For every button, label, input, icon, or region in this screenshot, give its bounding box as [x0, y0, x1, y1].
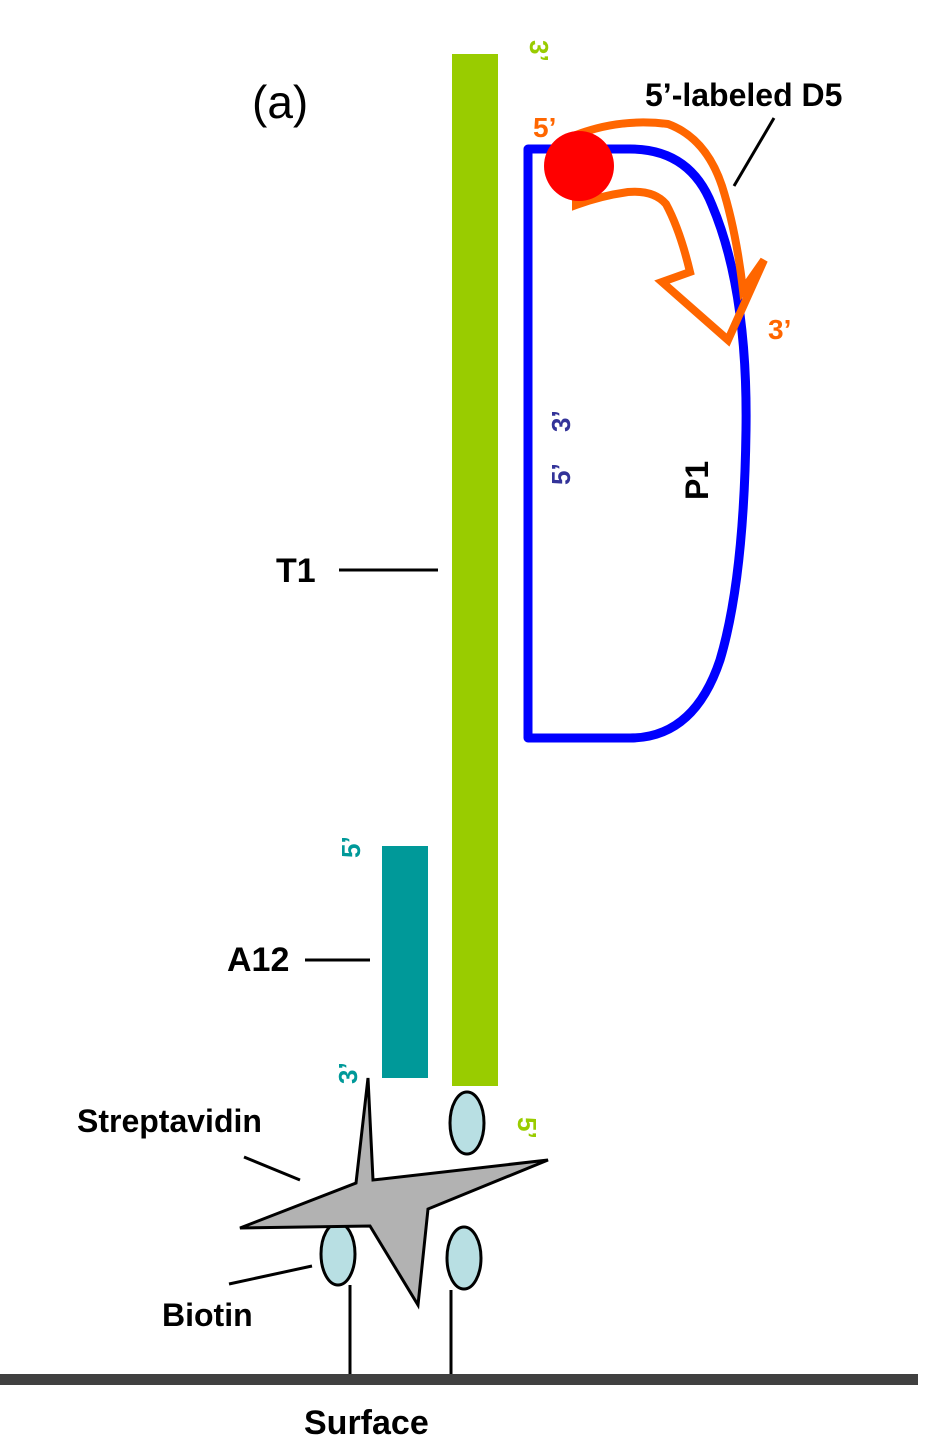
streptavidin-star [239, 1077, 549, 1310]
surface-line [0, 1374, 918, 1385]
a12-label: A12 [227, 941, 289, 979]
streptavidin-leader-line [243, 1155, 301, 1182]
d5-label-dot [544, 131, 614, 201]
d5-5prime-end: 5’ [533, 112, 556, 143]
d5-3prime-end: 3’ [768, 314, 791, 345]
biotin-t1 [448, 1090, 486, 1156]
d5-arrow [572, 118, 768, 347]
surface-label: Surface [304, 1404, 429, 1442]
t1-label: T1 [276, 552, 316, 590]
biotin-surface-right [445, 1225, 483, 1291]
panel-label: (a) [252, 76, 308, 128]
p1-strand [523, 144, 751, 743]
p1-5prime-end: 5’ [546, 463, 576, 485]
biotin-surface-left [319, 1221, 357, 1287]
t1-strand [452, 54, 498, 1086]
a12-strand [382, 846, 428, 1078]
a12-3prime-end: 3’ [333, 1062, 363, 1084]
p1-label: P1 [679, 461, 715, 500]
p1-3prime-end: 3’ [546, 410, 576, 432]
t1-5prime-end: 5’ [512, 1117, 542, 1139]
streptavidin-label: Streptavidin [77, 1103, 262, 1139]
a12-5prime-end: 5’ [336, 836, 366, 858]
d5-leader-line [732, 117, 776, 187]
t1-3prime-end: 3’ [524, 40, 554, 62]
biotin-label: Biotin [162, 1297, 253, 1333]
biotin-leader-line [228, 1264, 313, 1286]
d5-label: 5’-labeled D5 [645, 77, 842, 113]
